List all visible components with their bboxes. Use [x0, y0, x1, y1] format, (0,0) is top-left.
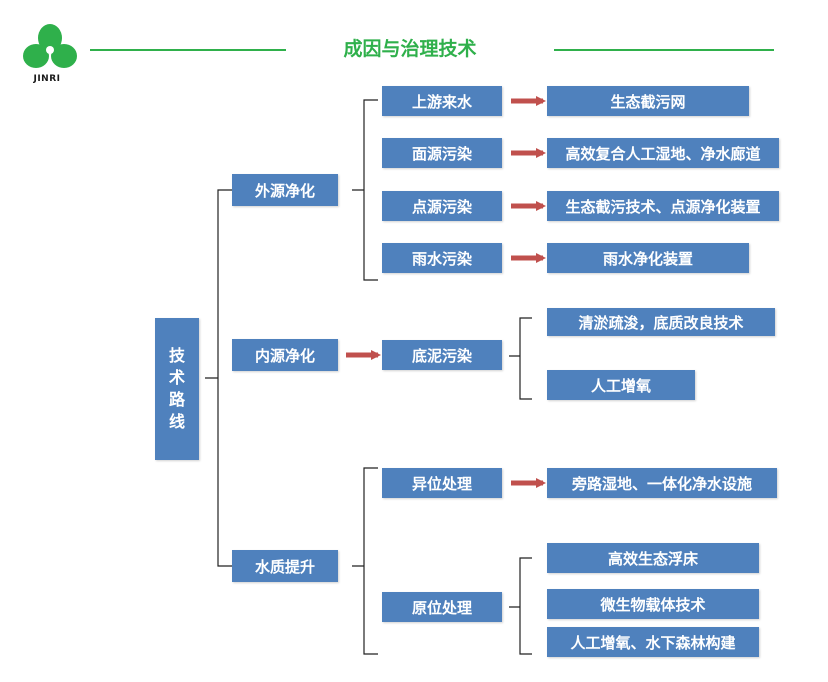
node-eco-floating-bed: 高效生态浮床 [547, 543, 759, 573]
insitu-bracket [509, 557, 532, 655]
root-bracket [205, 189, 232, 567]
logo-text: JINRI [33, 74, 61, 84]
title-line-right [554, 49, 774, 51]
node-dredging-improvement: 清淤疏浚，底质改良技术 [547, 308, 775, 336]
node-bypass-wetland: 旁路湿地、一体化净水设施 [547, 468, 777, 498]
node-internal-purification: 内源净化 [232, 339, 338, 371]
root-node-technical-route: 技 术 路 线 [155, 318, 199, 460]
internal-bracket [509, 317, 532, 400]
node-point-source-device: 生态截污技术、点源净化装置 [547, 191, 779, 221]
node-nonpoint-pollution: 面源污染 [382, 138, 502, 168]
node-artificial-aeration: 人工增氧 [547, 370, 695, 400]
node-exsitu-treatment: 异位处理 [382, 468, 502, 498]
node-quality-improvement: 水质提升 [232, 550, 338, 582]
node-aeration-underwater-forest: 人工增氧、水下森林构建 [547, 627, 759, 657]
node-sediment-pollution: 底泥污染 [382, 340, 502, 370]
node-eco-interception-net: 生态截污网 [547, 86, 749, 116]
root-char: 术 [168, 368, 185, 387]
node-upstream-water: 上游来水 [382, 86, 502, 116]
title-line-left [90, 49, 286, 51]
diagram-title: 成因与治理技术 [343, 38, 477, 60]
node-insitu-treatment: 原位处理 [382, 592, 502, 622]
root-char: 线 [168, 412, 185, 431]
quality-bracket [352, 467, 378, 655]
jinri-logo-icon [23, 24, 77, 68]
root-char: 路 [168, 390, 185, 409]
node-rain-purifier: 雨水净化装置 [547, 243, 749, 273]
root-char: 技 [168, 346, 185, 365]
node-microbial-carrier: 微生物载体技术 [547, 589, 759, 619]
external-bracket [352, 99, 378, 281]
node-point-pollution: 点源污染 [382, 191, 502, 221]
node-rain-pollution: 雨水污染 [382, 243, 502, 273]
node-external-purification: 外源净化 [232, 174, 338, 206]
node-wetland-corridor: 高效复合人工湿地、净水廊道 [547, 138, 779, 168]
